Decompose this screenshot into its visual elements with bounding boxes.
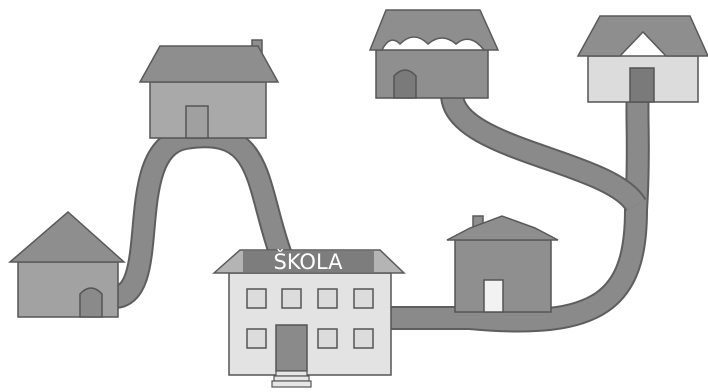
house-top-right-roof [578, 16, 708, 56]
house-top-right-door [630, 68, 654, 102]
house-left-wall [18, 262, 118, 317]
school-window [282, 289, 301, 308]
school-step [274, 376, 309, 381]
school-door [276, 325, 307, 371]
school-window [354, 289, 373, 308]
house-left-roof [10, 212, 124, 262]
house-left-door [80, 288, 102, 317]
school-window [318, 329, 337, 348]
house-middle-right-roof [447, 216, 558, 240]
school-window [247, 329, 266, 348]
house-top-right [578, 16, 708, 102]
house-left [10, 212, 124, 317]
house-top-left [140, 40, 278, 138]
school-label: ŠKOLA [273, 249, 343, 274]
house-top-middle-door [394, 70, 416, 98]
house-top-middle-wall [376, 50, 488, 98]
school-window [318, 289, 337, 308]
school-step [276, 371, 307, 376]
school-step [272, 381, 311, 387]
road-wavy-house-to-junction [452, 93, 636, 205]
house-top-left-door [186, 106, 208, 138]
house-top-middle [370, 10, 498, 98]
school-building: ŠKOLA [214, 249, 404, 387]
house-top-middle-roof [370, 10, 498, 50]
house-middle-right [447, 216, 558, 312]
school-steps [272, 371, 311, 387]
house-top-left-roof [140, 46, 278, 82]
school-window [354, 329, 373, 348]
house-middle-right-door [484, 280, 503, 312]
school-window [247, 289, 266, 308]
